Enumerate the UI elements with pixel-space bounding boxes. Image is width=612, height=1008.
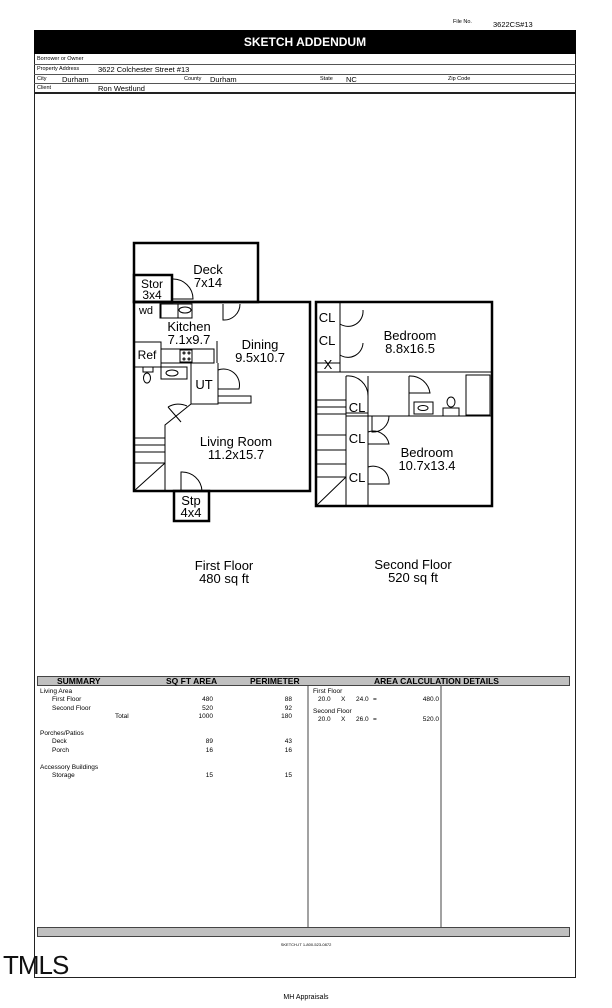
- calc-b: 24.0: [356, 696, 369, 703]
- living-dims: 11.2x15.7: [208, 447, 264, 462]
- accessory-label: Accessory Buildings: [40, 764, 99, 771]
- client-value: Ron Westlund: [98, 84, 145, 93]
- borrower-label: Borrower or Owner: [37, 56, 84, 62]
- calc-x: X: [341, 696, 346, 703]
- summary-header: SUMMARY: [57, 676, 101, 686]
- address-label: Property Address: [37, 66, 80, 72]
- closet-label: CL: [349, 470, 366, 485]
- calc-name: First Floor: [313, 688, 343, 695]
- address-row: Property Address 3622 Colchester Street …: [34, 65, 576, 75]
- total-label: Total: [115, 713, 129, 720]
- county-label: County: [184, 75, 202, 82]
- client-label: Client: [37, 85, 52, 91]
- living-label: Living Room: [200, 434, 272, 449]
- row-label: Porch: [52, 747, 69, 754]
- file-no-label: File No.: [453, 19, 472, 25]
- row-perimeter: 88: [284, 696, 292, 703]
- ut-label: UT: [195, 377, 212, 392]
- calc-a: 20.0: [318, 716, 331, 723]
- deck-label: Deck: [193, 262, 223, 277]
- bedroom1-label: Bedroom: [384, 328, 437, 343]
- state-label: State: [320, 75, 333, 82]
- file-no-value: 3622CS#13: [493, 20, 533, 29]
- sketch-credit: SKETCH-IT 1-800-523-0872: [280, 942, 332, 947]
- closet-label: CL: [319, 333, 336, 348]
- row-perimeter: 15: [284, 772, 292, 779]
- calc-result: 520.0: [422, 716, 439, 723]
- row-label: Second Floor: [52, 705, 91, 712]
- total-sqft: 1000: [198, 713, 213, 720]
- calc-b: 26.0: [356, 716, 369, 723]
- stp-label: Stp: [181, 493, 201, 508]
- county-value: Durham: [210, 74, 237, 84]
- perimeter-header: PERIMETER: [250, 676, 300, 686]
- calc-eq: =: [373, 716, 377, 723]
- row-label: First Floor: [52, 696, 82, 703]
- stor-label: Stor: [141, 277, 163, 291]
- row-perimeter: 43: [284, 738, 292, 745]
- x-label: X: [324, 357, 333, 372]
- row-sqft: 520: [202, 705, 213, 712]
- porches-label: Porches/Patios: [40, 730, 84, 737]
- city-row: City Durham County Durham State NC Zip C…: [34, 74, 576, 84]
- second-floor-area: 520 sq ft: [388, 570, 438, 585]
- row-perimeter: 16: [284, 747, 292, 754]
- closet-label: CL: [319, 310, 336, 325]
- city-label: City: [37, 75, 47, 82]
- page-title: SKETCH ADDENDUM: [34, 30, 576, 54]
- stoop-outline: [172, 489, 211, 523]
- zip-label: Zip Code: [448, 75, 471, 82]
- total-perimeter: 180: [281, 713, 292, 720]
- company-name: MH Appraisals: [283, 994, 329, 1001]
- city-value: Durham: [62, 74, 89, 84]
- first-floor-outline: [132, 300, 312, 493]
- second-floor-caption: Second Floor: [374, 557, 452, 572]
- wd-label: wd: [138, 305, 153, 317]
- dining-dims: 9.5x10.7: [235, 350, 285, 365]
- row-sqft: 16: [205, 747, 213, 754]
- bedroom2-label: Bedroom: [401, 445, 454, 460]
- calc-x: X: [341, 716, 346, 723]
- row-label: Deck: [52, 738, 67, 745]
- first-floor-area: 480 sq ft: [199, 571, 249, 586]
- closet-label: CL: [349, 400, 366, 415]
- address-value: 3622 Colchester Street #13: [98, 65, 190, 74]
- storage-outline: [132, 273, 174, 304]
- row-sqft: 480: [202, 696, 213, 703]
- calc-name: Second Floor: [313, 708, 352, 715]
- calc-eq: =: [373, 696, 377, 703]
- ref-label: Ref: [138, 348, 157, 362]
- borrower-row: Borrower or Owner: [34, 55, 576, 65]
- dining-label: Dining: [242, 337, 279, 352]
- second-floor-outline: [314, 300, 494, 508]
- tmls-watermark: TMLS: [3, 950, 69, 980]
- client-row: Client Ron Westlund: [34, 84, 576, 94]
- sqft-header: SQ FT AREA: [166, 676, 218, 686]
- area-calc-header: AREA CALCULATION DETAILS: [374, 676, 499, 686]
- calc-result: 480.0: [422, 696, 439, 703]
- state-value: NC: [346, 74, 357, 84]
- bedroom1-dims: 8.8x16.5: [385, 341, 435, 356]
- stp-dims: 4x4: [181, 505, 202, 520]
- row-perimeter: 92: [284, 705, 292, 712]
- kitchen-label: Kitchen: [167, 319, 210, 334]
- deck-dims: 7x14: [194, 275, 222, 290]
- first-floor-caption: First Floor: [195, 558, 254, 573]
- calc-a: 20.0: [318, 696, 331, 703]
- kitchen-dims: 7.1x9.7: [168, 332, 211, 347]
- closet-label: CL: [349, 431, 366, 446]
- summary-header-bar: SUMMARY SQ FT AREA PERIMETER AREA CALCUL…: [37, 676, 570, 686]
- stor-dims: 3x4: [142, 288, 162, 302]
- living-area-label: Living Area: [40, 688, 73, 695]
- summary-footer-bar: [37, 927, 570, 937]
- row-sqft: 15: [205, 772, 213, 779]
- row-label: Storage: [52, 772, 75, 779]
- row-sqft: 89: [205, 738, 213, 745]
- bedroom2-dims: 10.7x13.4: [398, 458, 455, 473]
